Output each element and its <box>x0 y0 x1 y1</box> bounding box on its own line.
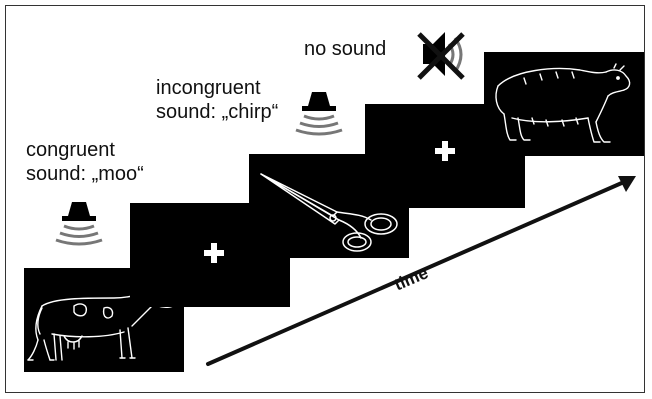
muted-speaker-icon <box>417 32 465 80</box>
bear-icon <box>495 63 631 143</box>
incongruent-label-line2: sound: „chirp“ <box>156 101 279 123</box>
speaker-icon <box>295 92 343 136</box>
speaker-icon <box>55 202 103 246</box>
time-label: time <box>391 263 432 295</box>
congruent-label-line1: congruent <box>26 139 115 161</box>
figure-frame: time congruent sound: „moo“ incongruent … <box>5 5 645 393</box>
congruent-label-line2: sound: „moo“ <box>26 163 144 185</box>
incongruent-label-line1: incongruent <box>156 77 261 99</box>
fixation-cross-icon-vertical <box>211 243 217 263</box>
bear-stimulus-panel <box>484 52 644 156</box>
no-sound-label: no sound <box>304 38 387 60</box>
fixation-cross-icon-vertical <box>442 141 448 161</box>
